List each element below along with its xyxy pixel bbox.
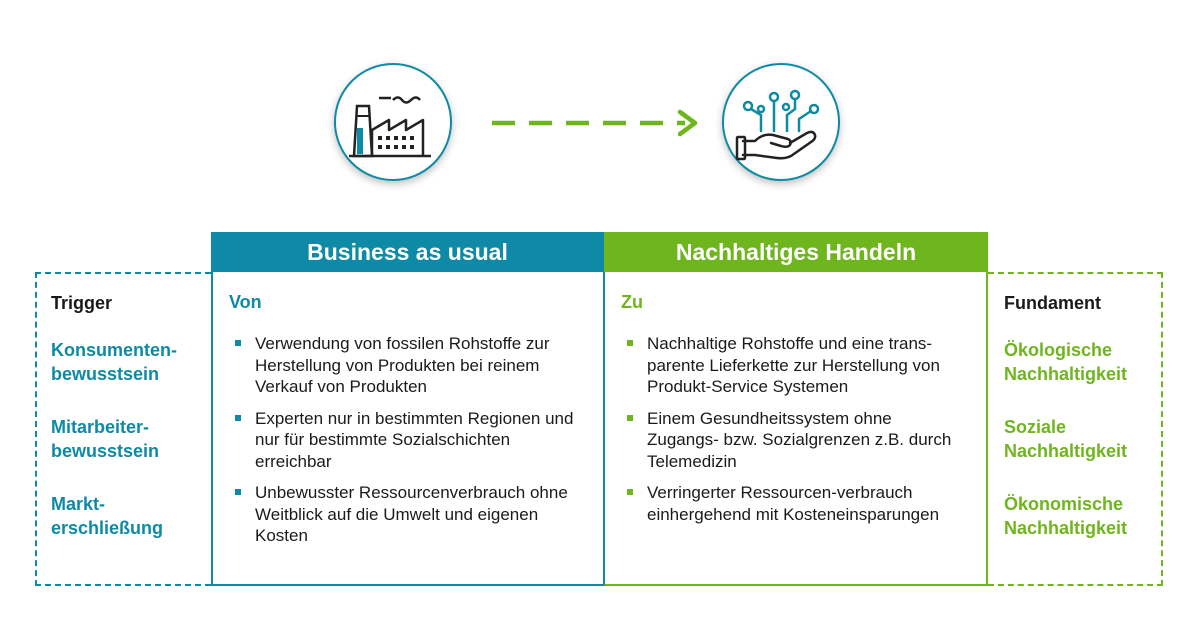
nachhaltiges-handeln-panel: Zu Nachhaltige Rohstoffe und eine trans-… [604,272,988,586]
factory-icon-circle [334,63,452,181]
trigger-item-markterschliessung: Markt- erschließung [51,494,164,538]
list-item: Verwendung von fossilen Rohstoffe zur He… [229,333,579,398]
fundament-box: Fundament Ökologische Nachhaltigkeit Soz… [988,272,1163,586]
digital-hand-icon-circle [722,63,840,181]
nachhaltiges-handeln-header: Nachhaltiges Handeln [604,232,988,272]
fundament-title: Fundament [1004,293,1101,313]
list-item: Einem Gesundheitssystem ohne Zugangs- bz… [621,408,966,473]
trigger-box: Trigger Konsumenten- bewusstsein Mitarbe… [35,272,211,586]
fundament-item-oekologisch: Ökologische Nachhaltigkeit [1004,340,1128,384]
trigger-item-mitarbeiterbewusstsein: Mitarbeiter- bewusstsein [51,417,160,461]
list-item: Experten nur in bestimmten Regionen und … [229,408,579,473]
digital-hand-icon [735,89,820,161]
business-as-usual-list: Verwendung von fossilen Rohstoffe zur He… [229,333,579,557]
list-item: Nachhaltige Rohstoffe und eine trans-par… [621,333,966,398]
nachhaltiges-handeln-list: Nachhaltige Rohstoffe und eine trans-par… [621,333,966,535]
list-item: Verringerter Ressourcen-verbrauch einher… [621,482,966,525]
von-label: Von [229,292,262,312]
fundament-item-oekonomisch: Ökonomische Nachhaltigkeit [1004,494,1128,538]
trigger-title: Trigger [51,293,113,313]
business-as-usual-header: Business as usual [211,232,604,272]
list-item: Unbewusster Ressourcenverbrauch ohne Wei… [229,482,579,547]
fundament-item-sozial: Soziale Nachhaltigkeit [1004,417,1128,461]
business-as-usual-panel: Von Verwendung von fossilen Rohstoffe zu… [211,272,604,586]
trigger-item-konsumentenbewusstsein: Konsumenten- bewusstsein [51,340,177,384]
dashed-arrow-icon [492,109,698,137]
zu-label: Zu [621,292,643,312]
factory-icon [349,96,431,158]
